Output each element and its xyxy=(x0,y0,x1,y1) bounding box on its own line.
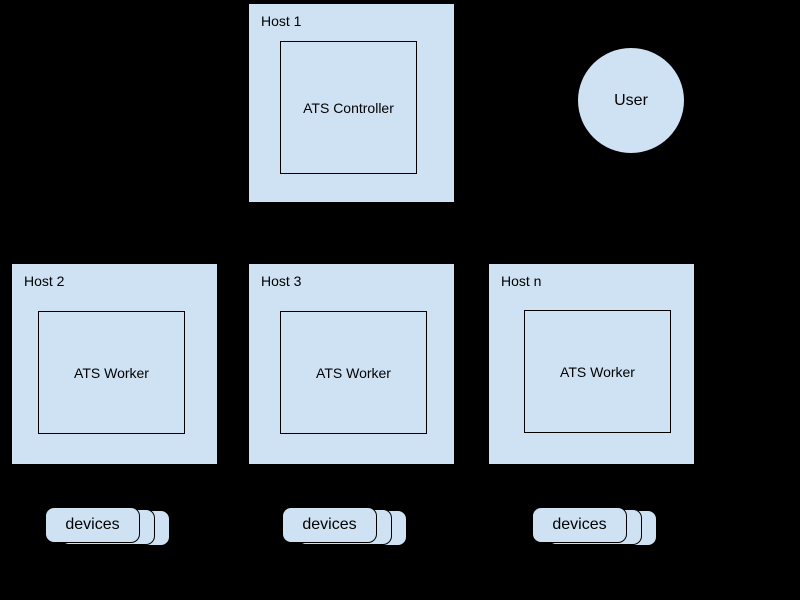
ats-controller-label: ATS Controller xyxy=(303,99,394,116)
ats-worker-box-2: ATS Worker xyxy=(280,311,427,434)
host-1-title: Host 1 xyxy=(261,13,302,29)
user-circle: User xyxy=(577,47,685,154)
devices-label-3: devices xyxy=(552,516,607,533)
devices-label-2: devices xyxy=(302,516,357,533)
host-1-box: Host 1 ATS Controller xyxy=(248,3,455,203)
devices-stack-1: devices xyxy=(45,507,171,547)
host-n-box: Host n ATS Worker xyxy=(488,263,695,465)
devices-front-card: devices xyxy=(532,507,627,543)
devices-front-card: devices xyxy=(282,507,377,543)
user-label: User xyxy=(614,91,648,109)
host-3-box: Host 3 ATS Worker xyxy=(248,263,455,465)
ats-worker-label-2: ATS Worker xyxy=(316,364,391,381)
ats-worker-label-1: ATS Worker xyxy=(74,364,149,381)
host-2-title: Host 2 xyxy=(24,273,65,289)
devices-front-card: devices xyxy=(45,507,140,543)
ats-worker-box-3: ATS Worker xyxy=(524,310,671,433)
ats-worker-box-1: ATS Worker xyxy=(38,311,185,434)
devices-label-1: devices xyxy=(65,516,120,533)
devices-stack-3: devices xyxy=(532,507,658,547)
ats-worker-label-3: ATS Worker xyxy=(560,363,635,380)
host-2-box: Host 2 ATS Worker xyxy=(11,263,218,465)
host-n-title: Host n xyxy=(501,273,542,289)
ats-controller-box: ATS Controller xyxy=(280,41,417,174)
host-3-title: Host 3 xyxy=(261,273,302,289)
devices-stack-2: devices xyxy=(282,507,408,547)
